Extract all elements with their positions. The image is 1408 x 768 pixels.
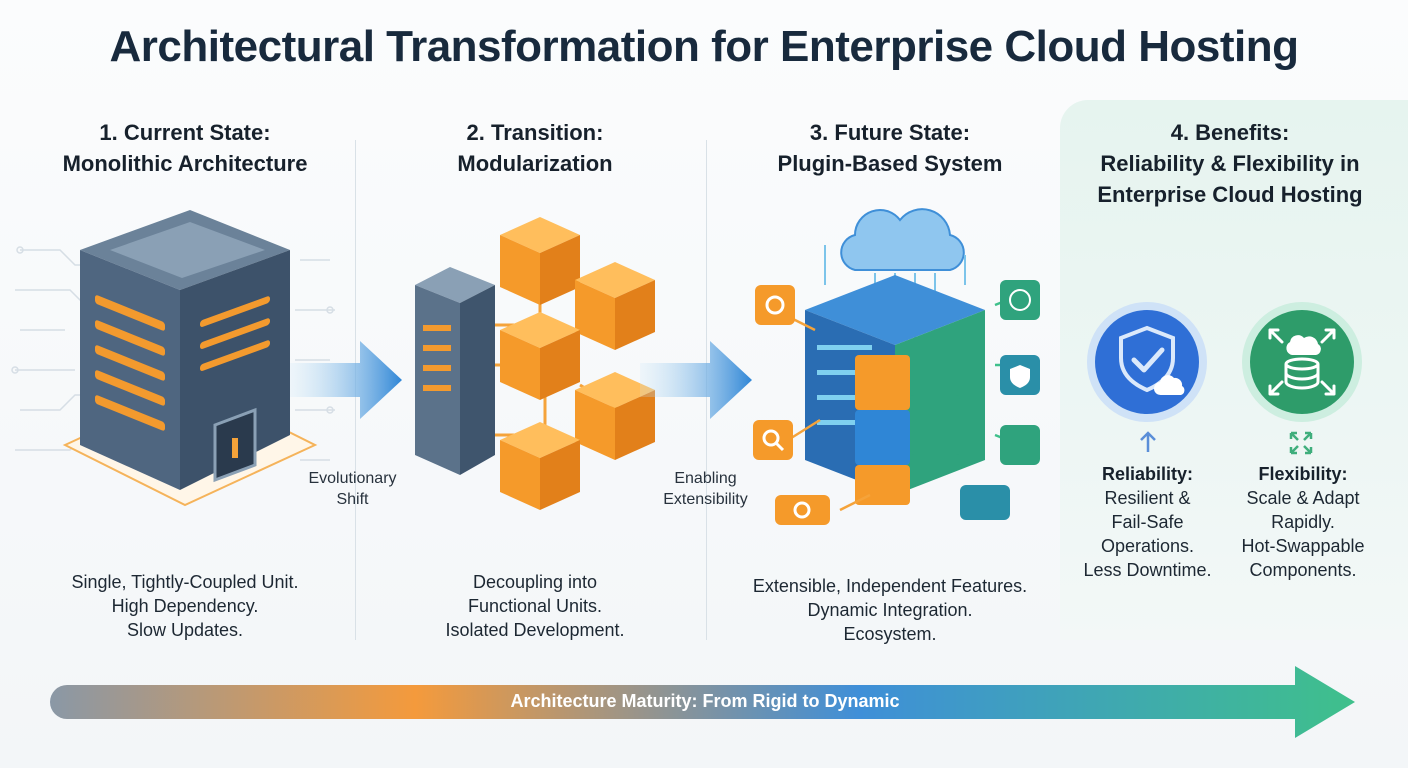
arrow-1-label-line1: Evolutionary <box>290 468 415 489</box>
page-title: Architectural Transformation for Enterpr… <box>0 22 1408 72</box>
expand-icon <box>1288 430 1314 456</box>
stage-4-title-line2: Reliability & Flexibility in <box>1070 148 1390 179</box>
benefit-reliability-line: Less Downtime. <box>1070 558 1225 582</box>
stage-1-title-line2: Monolithic Architecture <box>30 148 340 179</box>
search-plugin-icon <box>753 420 793 460</box>
stage-2-title-line2: Modularization <box>380 148 690 179</box>
stage-2-desc-line: Decoupling into <box>375 570 695 594</box>
globe-plugin-icon <box>1000 280 1040 320</box>
stage-4-title: 4. Benefits: Reliability & Flexibility i… <box>1070 117 1390 210</box>
stage-4-title-line1: 4. Benefits: <box>1070 117 1390 148</box>
stage-3-desc-line: Dynamic Integration. <box>725 598 1055 622</box>
benefit-flexibility-line: Components. <box>1228 558 1378 582</box>
benefit-flexibility-line: Scale & Adapt <box>1228 486 1378 510</box>
stage-2-description: Decoupling into Functional Units. Isolat… <box>375 570 695 642</box>
benefit-flexibility-line: Rapidly. <box>1228 510 1378 534</box>
arrow-up-icon <box>1138 430 1158 454</box>
benefit-reliability-line: Operations. <box>1070 534 1225 558</box>
stage-2-title: 2. Transition: Modularization <box>380 117 690 179</box>
stage-4-title-line3: Enterprise Cloud Hosting <box>1070 179 1390 210</box>
transition-arrow-icon <box>640 335 760 425</box>
benefit-reliability-line: Fail-Safe <box>1070 510 1225 534</box>
transition-arrow-icon <box>290 335 410 425</box>
plugin-server-cloud-icon <box>745 195 1055 540</box>
network-plugin-icon <box>960 485 1010 520</box>
benefit-flexibility-line: Hot-Swappable <box>1228 534 1378 558</box>
stage-3-description: Extensible, Independent Features. Dynami… <box>725 574 1055 646</box>
stage-3-title-line1: 3. Future State: <box>730 117 1050 148</box>
module-cube <box>500 217 580 305</box>
gear-plugin-icon <box>755 285 795 325</box>
cloud-icon <box>841 209 964 270</box>
stage-1-description: Single, Tightly-Coupled Unit. High Depen… <box>25 570 345 642</box>
arrow-1-label-line2: Shift <box>290 489 415 510</box>
benefit-reliability-heading: Reliability: <box>1070 462 1225 486</box>
network-plugin-icon <box>1000 425 1040 465</box>
maturity-label: Architecture Maturity: From Rigid to Dyn… <box>400 691 1010 712</box>
benefit-flexibility-heading: Flexibility: <box>1228 462 1378 486</box>
stage-1-desc-line: Slow Updates. <box>25 618 345 642</box>
modular-cubes-icon <box>405 205 670 525</box>
stage-1-title-line1: 1. Current State: <box>30 117 340 148</box>
arrow-1-label: Evolutionary Shift <box>290 468 415 510</box>
stage-2-desc-line: Functional Units. <box>375 594 695 618</box>
stage-3-desc-line: Ecosystem. <box>725 622 1055 646</box>
stage-2-title-line1: 2. Transition: <box>380 117 690 148</box>
stage-1-desc-line: Single, Tightly-Coupled Unit. <box>25 570 345 594</box>
stage-1-desc-line: High Dependency. <box>25 594 345 618</box>
stage-3-title: 3. Future State: Plugin-Based System <box>730 117 1050 179</box>
benefit-reliability-line: Resilient & <box>1070 486 1225 510</box>
shield-check-cloud-icon <box>1085 300 1210 425</box>
stage-3-desc-line: Extensible, Independent Features. <box>725 574 1055 598</box>
benefit-reliability: Reliability: Resilient & Fail-Safe Opera… <box>1070 462 1225 582</box>
stage-3-title-line2: Plugin-Based System <box>730 148 1050 179</box>
stage-2-desc-line: Isolated Development. <box>375 618 695 642</box>
scalable-database-cloud-icon <box>1240 300 1365 425</box>
stage-1-title: 1. Current State: Monolithic Architectur… <box>30 117 340 179</box>
benefit-flexibility: Flexibility: Scale & Adapt Rapidly. Hot-… <box>1228 462 1378 582</box>
gear-plugin-icon <box>775 495 830 525</box>
